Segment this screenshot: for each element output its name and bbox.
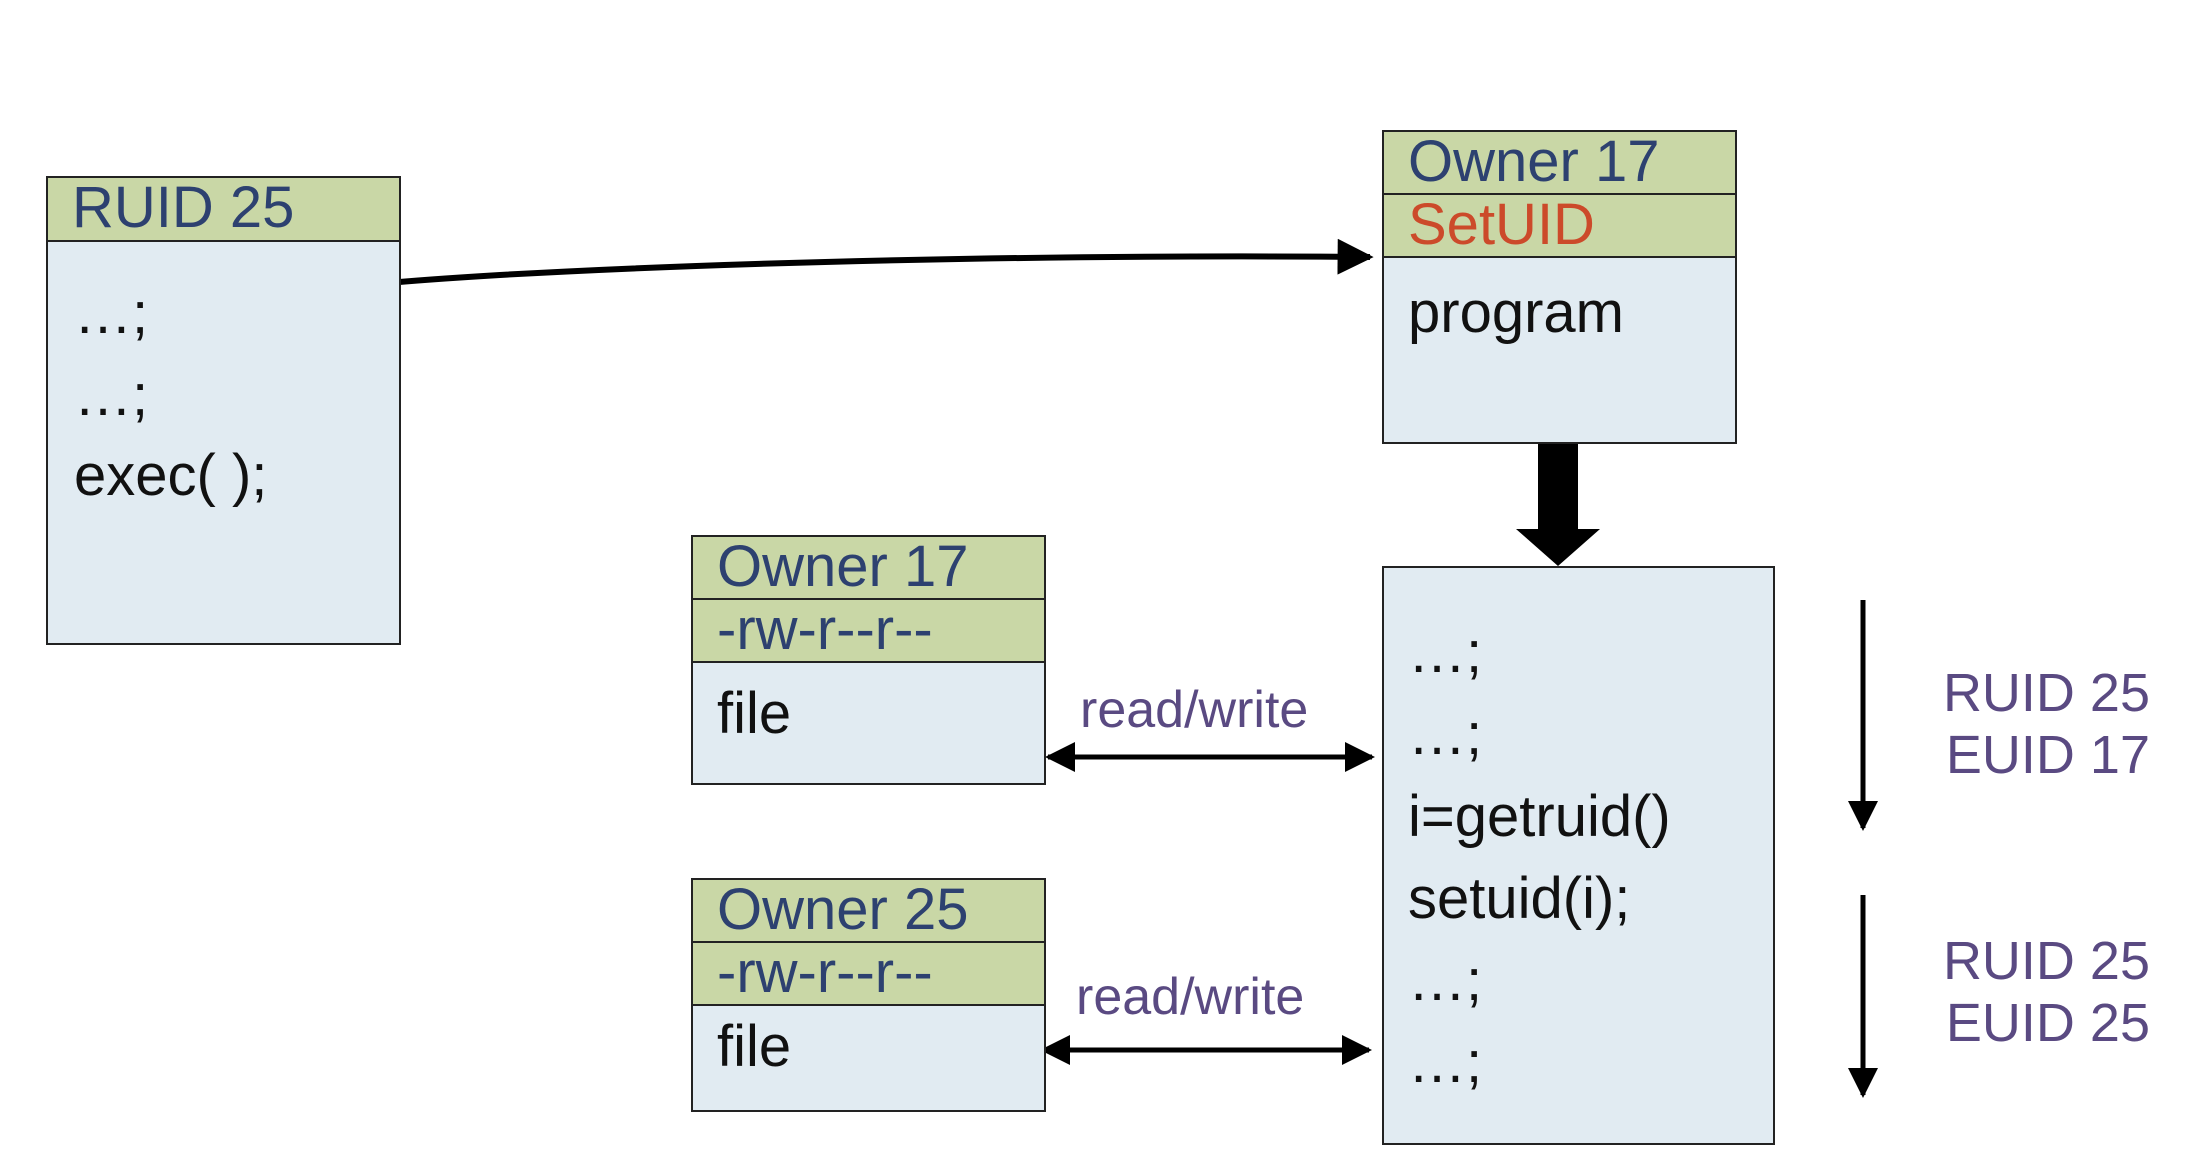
file2-rw-label: read/write <box>1076 968 1305 1026</box>
phase2-euid: EUID 25 <box>1945 993 2150 1053</box>
phase1-ids: RUID 25 EUID 17 <box>1943 662 2150 786</box>
phase2-ids: RUID 25 EUID 25 <box>1943 930 2150 1054</box>
caller-process-box: RUID 25 …; …; exec( ); <box>46 176 401 645</box>
exec-call-arrow <box>230 238 1374 357</box>
file-owner25-box: Owner 25 -rw-r--r-- file <box>691 878 1046 1112</box>
process-getruid-line: i=getruid() <box>1408 784 1671 849</box>
program-owner-header: Owner 17 <box>1384 132 1735 195</box>
process-line-1: …; <box>1408 620 1483 685</box>
process-line-6: …; <box>1408 1030 1483 1095</box>
file1-owner-header: Owner 17 <box>693 537 1044 600</box>
process-line-5: …; <box>1408 948 1483 1013</box>
file2-owner-header: Owner 25 <box>693 880 1044 943</box>
file2-name: file <box>717 1014 792 1079</box>
program-setuid-flag: SetUID <box>1384 195 1735 258</box>
setuid-program-box: Owner 17 SetUID program <box>1382 130 1737 444</box>
file1-name: file <box>717 681 792 746</box>
running-process-box: …; …; i=getruid() setuid(i); …; …; <box>1382 566 1775 1145</box>
phase1-euid: EUID 17 <box>1945 725 2150 785</box>
caller-line-1: …; <box>74 281 149 346</box>
phase2-ruid: RUID 25 <box>1942 931 2150 991</box>
caller-ruid-header: RUID 25 <box>48 178 399 242</box>
file-owner17-box: Owner 17 -rw-r--r-- file <box>691 535 1046 785</box>
load-process-arrow <box>1516 444 1600 566</box>
caller-line-2: …; <box>74 363 149 428</box>
process-line-2: …; <box>1408 702 1483 767</box>
file1-permissions: -rw-r--r-- <box>693 600 1044 663</box>
process-setuid-line: setuid(i); <box>1408 866 1631 931</box>
caller-exec-line: exec( ); <box>74 443 268 508</box>
file2-permissions: -rw-r--r-- <box>693 943 1044 1006</box>
file1-rw-label: read/write <box>1080 681 1309 739</box>
phase1-ruid: RUID 25 <box>1942 663 2150 723</box>
program-name: program <box>1408 280 1624 345</box>
